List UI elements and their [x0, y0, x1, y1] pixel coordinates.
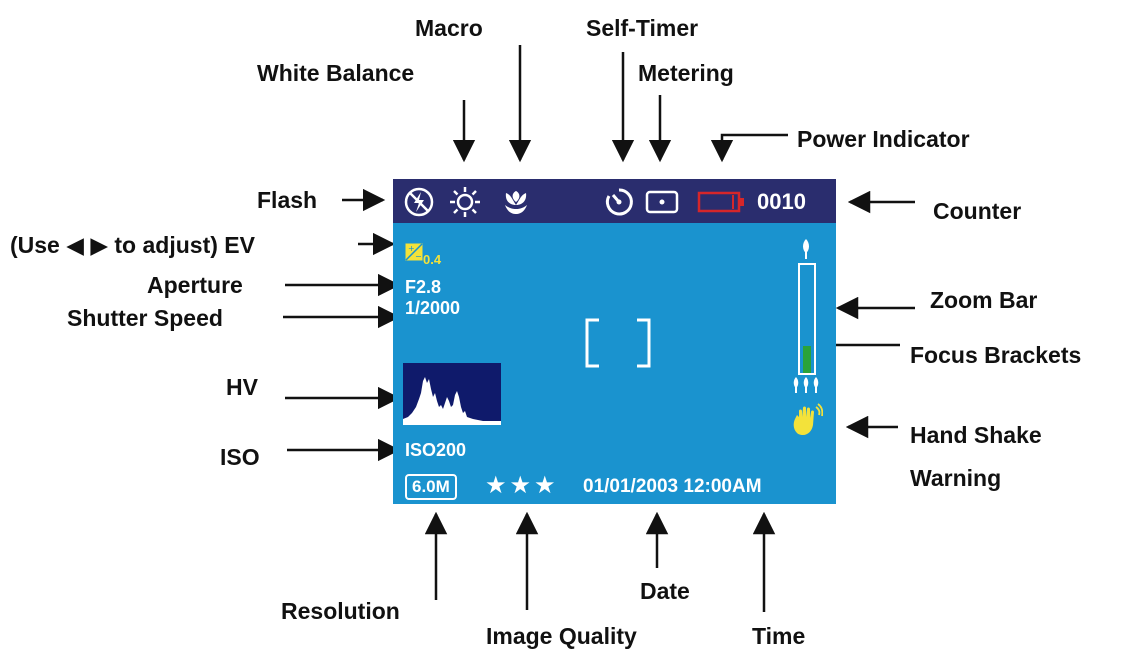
hand-shake-icon	[793, 403, 823, 435]
tele-tree-icon	[803, 239, 809, 259]
label-iso: ISO	[220, 444, 260, 470]
label-resolution: Resolution	[281, 598, 400, 624]
svg-text:+: +	[408, 244, 415, 253]
arrow-power-indicator	[710, 133, 788, 163]
label-time: Time	[752, 623, 806, 649]
iso-value: ISO200	[405, 440, 467, 460]
label-counter: Counter	[933, 198, 1022, 224]
ev-value: 0.4	[423, 252, 442, 267]
shot-counter: 0010	[757, 189, 806, 214]
zoom-bar	[798, 263, 816, 375]
label-focus-brackets: Focus Brackets	[910, 342, 1082, 368]
resolution-badge: 6.0M	[405, 474, 457, 500]
label-metering: Metering	[638, 60, 734, 86]
label-hand-shake: Hand Shake	[910, 422, 1042, 448]
camera-lcd-screen: 0010 + − 0.4 F2.8 1/2000	[393, 179, 836, 504]
sun-icon	[450, 187, 480, 217]
label-flash: Flash	[257, 187, 318, 213]
label-aperture: Aperture	[147, 272, 243, 298]
ev-icon: + −	[405, 243, 423, 261]
label-zoom-bar: Zoom Bar	[930, 287, 1038, 313]
self-timer-icon	[605, 188, 633, 216]
zoom-bar-fill	[803, 346, 811, 373]
aperture-value: F2.8	[405, 277, 442, 297]
label-shutter-speed: Shutter Speed	[67, 305, 223, 331]
shutter-speed-value: 1/2000	[405, 298, 461, 318]
label-white-balance: White Balance	[257, 60, 415, 86]
status-bar: 0010	[393, 179, 836, 223]
image-quality-stars: ★★★	[485, 472, 559, 499]
histogram-graph	[403, 377, 501, 425]
wide-trees-icon	[793, 377, 819, 393]
label-self-timer: Self-Timer	[586, 15, 699, 41]
date-time-readout: 01/01/2003 12:00AM	[583, 476, 762, 497]
focus-brackets	[585, 318, 651, 368]
histogram-display	[403, 363, 501, 425]
label-image-quality: Image Quality	[486, 623, 637, 649]
macro-flower-icon	[505, 191, 527, 214]
battery-icon	[697, 191, 744, 213]
label-hand-shake-warning: Warning	[910, 465, 1002, 491]
label-power-indicator: Power Indicator	[797, 126, 970, 152]
label-hv: HV	[226, 374, 258, 400]
label-macro: Macro	[415, 15, 483, 41]
flash-off-icon	[404, 187, 434, 217]
label-date: Date	[640, 578, 690, 604]
metering-spot-icon	[645, 190, 679, 214]
svg-text:−: −	[415, 252, 422, 261]
label-ev: (Use ◀ ▶ to adjust) EV	[10, 232, 255, 258]
